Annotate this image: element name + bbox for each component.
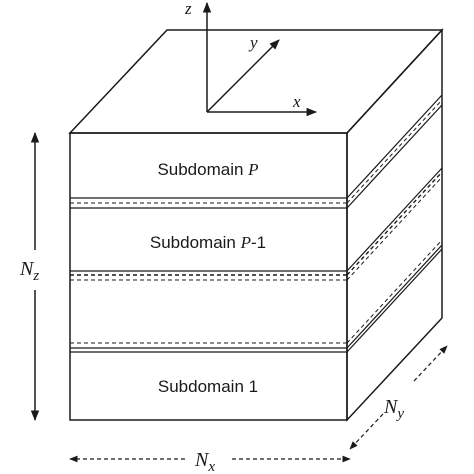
box-outline — [68, 28, 444, 422]
x-axis-label: x — [292, 92, 301, 111]
side-separators — [346, 94, 443, 353]
box-side-face — [346, 28, 443, 422]
z-axis-label: z — [184, 0, 192, 18]
coordinate-axes — [202, 1, 318, 117]
subdomain-p-label: Subdomain P — [157, 160, 258, 179]
ny-label: Ny — [383, 396, 404, 422]
y-axis-label: y — [248, 33, 258, 52]
subdomain-1-label: Subdomain 1 — [158, 377, 258, 396]
front-separators — [70, 197, 347, 353]
nx-label: Nx — [194, 449, 215, 474]
ny-dimension-arrow — [349, 345, 448, 450]
y-axis-arrow — [206, 39, 280, 113]
nz-label: Nz — [19, 258, 39, 284]
subdomain-p-minus-1-label: Subdomain P-1 — [150, 233, 266, 252]
